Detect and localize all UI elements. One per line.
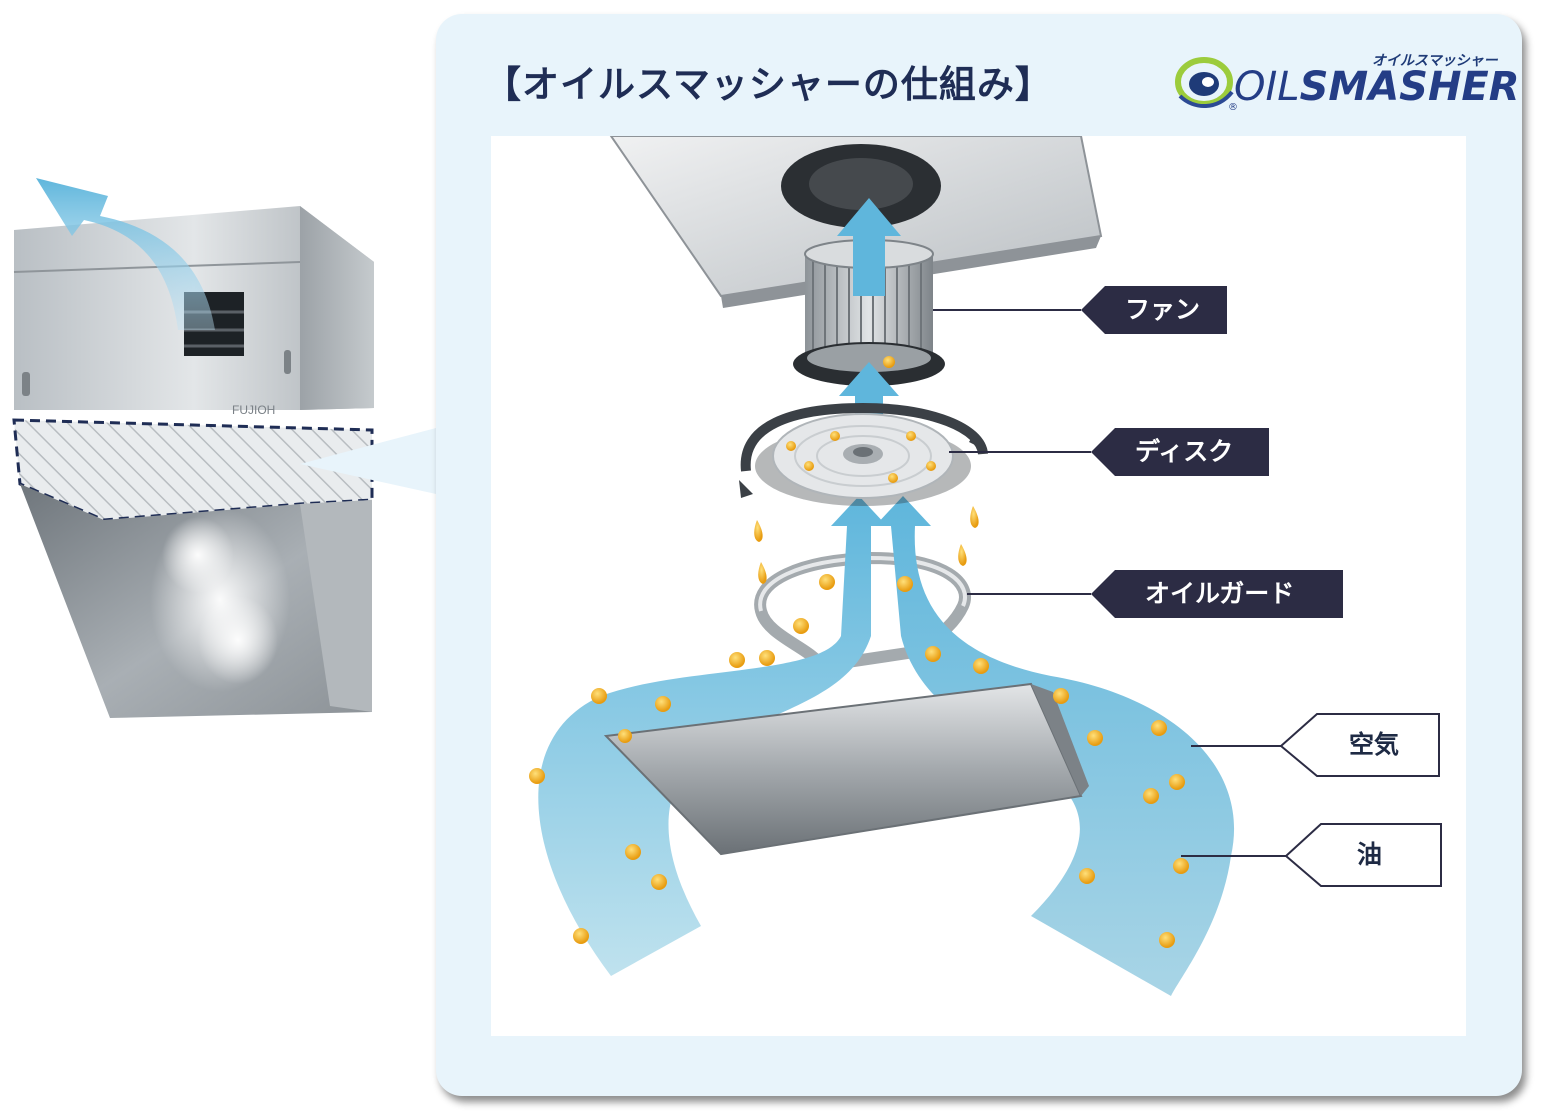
label-oil: 油 <box>1357 840 1383 869</box>
logo-word-light: OIL <box>1234 64 1300 110</box>
logo-word-bold: SMASHER <box>1299 64 1520 110</box>
disc-assembly <box>739 402 988 506</box>
oilsmasher-section-band <box>14 420 372 520</box>
logo-registered-mark: ® <box>1228 102 1238 113</box>
range-hood-illustration: FUJIOH <box>12 178 436 718</box>
logo-swirl-icon <box>1175 57 1234 109</box>
label-air: 空気 <box>1349 730 1400 759</box>
label-disc-shape <box>1091 428 1269 476</box>
oilsmasher-logo: オイルスマッシャー OILSMASHER ® <box>1174 48 1520 118</box>
leader-lines <box>933 309 1286 857</box>
label-fan: ファン <box>1125 295 1201 324</box>
baffle-plate <box>603 682 1089 856</box>
mechanism-diagram: ファン ディスク オイルガード 空気 油 <box>491 136 1466 1036</box>
oil-droplets <box>529 356 1189 948</box>
label-oil-guard: オイルガード <box>1145 579 1295 608</box>
label-oilguard-shape <box>1091 570 1343 618</box>
label-air-shape <box>1279 713 1440 777</box>
air-stream-exit <box>837 198 901 296</box>
mechanism-panel: 【オイルスマッシャーの仕組み】 オイルスマッシャー OILSMASHER ® <box>436 14 1522 1096</box>
label-oil-shape <box>1284 823 1442 887</box>
label-disc: ディスク <box>1135 437 1234 466</box>
exhaust-arrow <box>36 178 215 330</box>
zoom-callout <box>300 428 436 494</box>
panel-title: 【オイルスマッシャーの仕組み】 <box>484 63 1053 106</box>
hood-brand-text: FUJIOH <box>232 403 275 417</box>
logo-subtitle: オイルスマッシャー <box>1372 53 1498 69</box>
label-fan-shape <box>1081 286 1227 334</box>
diagram-drawing <box>529 136 1442 996</box>
logo-wordmark: OILSMASHER <box>1234 64 1520 110</box>
